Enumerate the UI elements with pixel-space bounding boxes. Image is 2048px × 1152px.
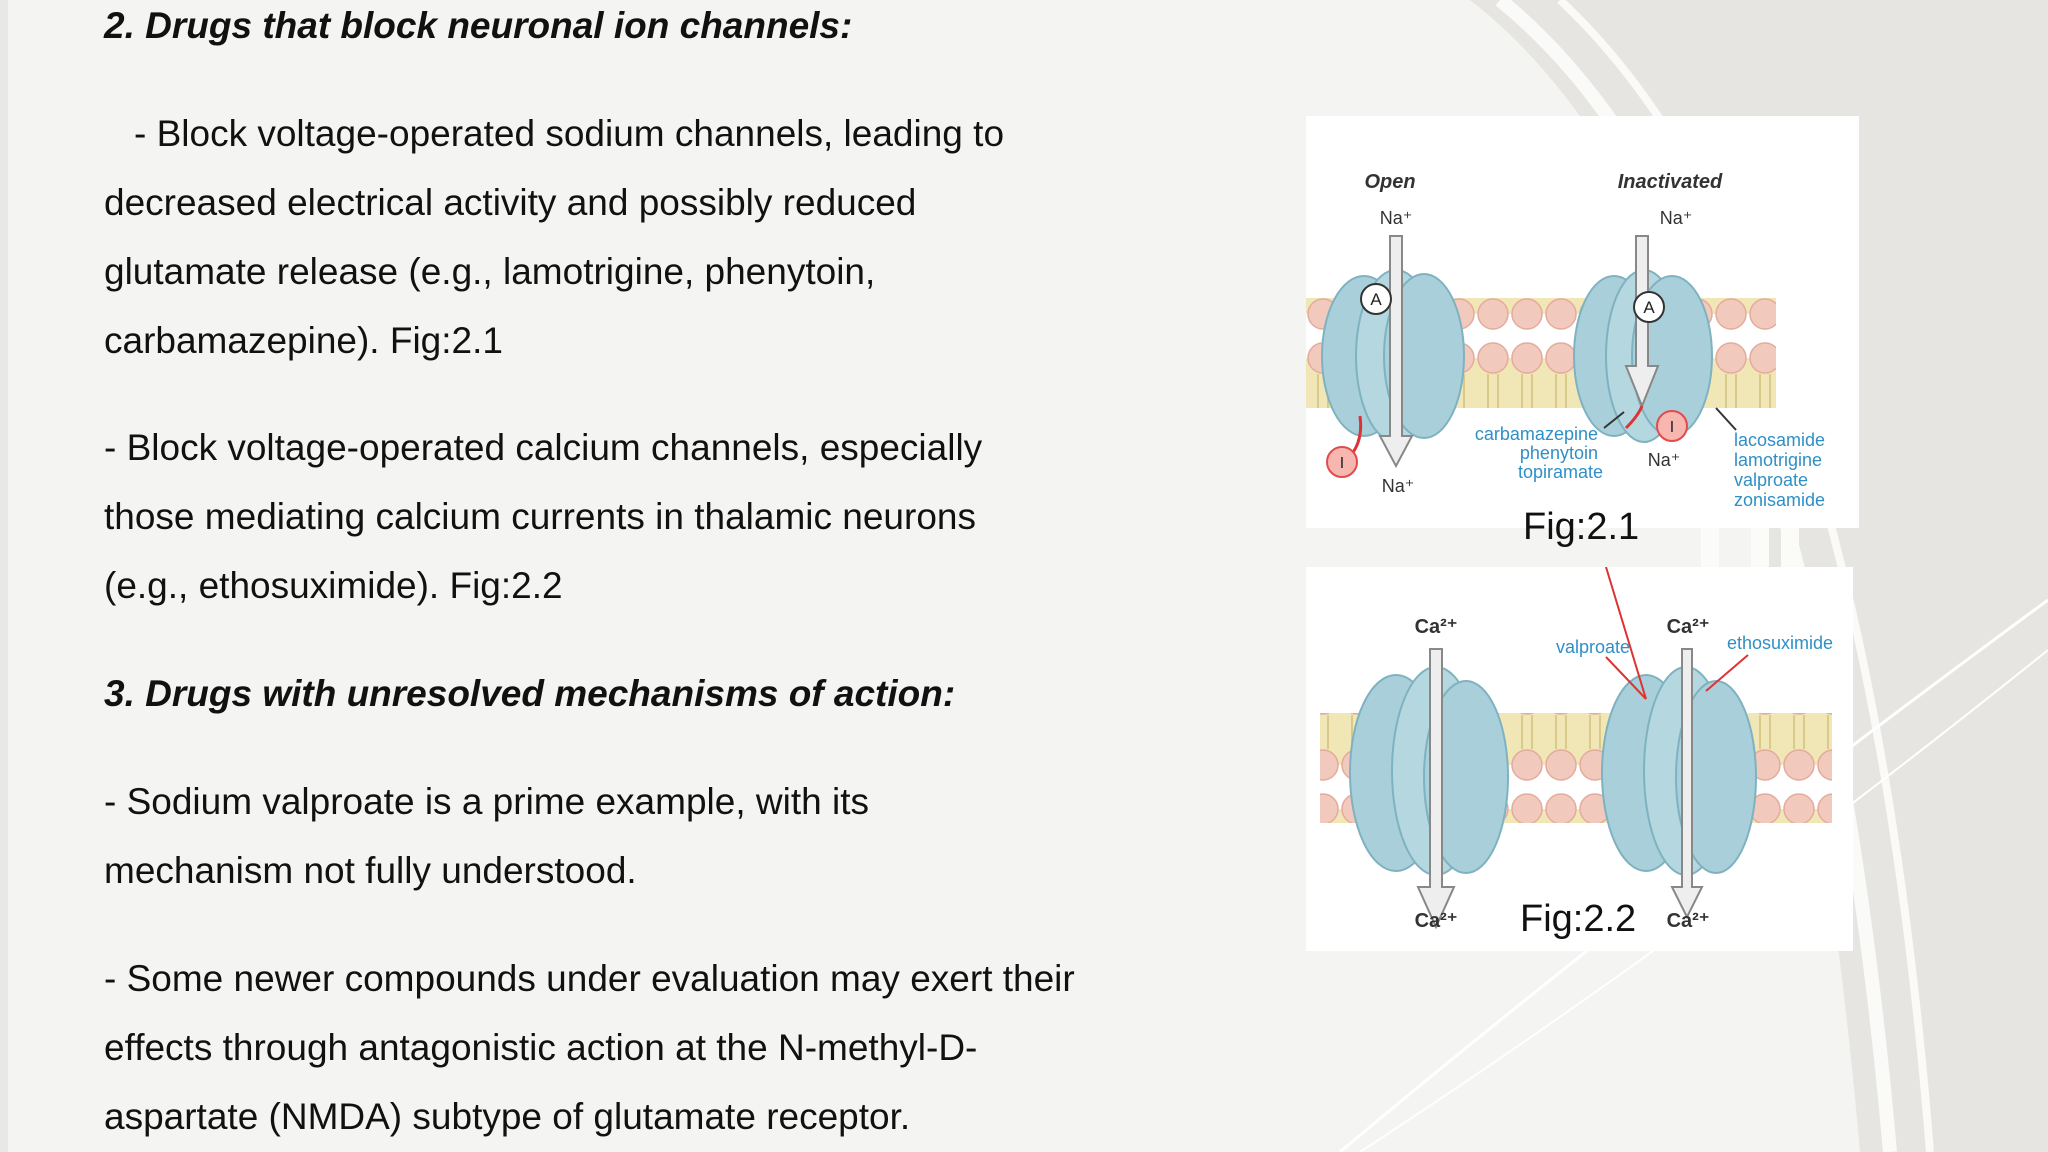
gate-i-right-icon <box>1656 410 1688 442</box>
sodium-channel-inactivated <box>1573 235 1713 443</box>
ion-top-right: Na⁺ <box>1660 208 1693 228</box>
gate-a-left-icon <box>1360 283 1392 315</box>
gate-a-right-icon <box>1633 291 1665 323</box>
gate-a-right-label: A <box>1643 298 1655 317</box>
drug-label: carbamazepine <box>1475 424 1598 444</box>
drug-valproate-label: valproate <box>1556 637 1630 657</box>
figure-sodium-channel: A A I I Open Inactivated Na⁺ Na⁺ Na⁺ Na⁺… <box>1306 116 1859 528</box>
calcium-channel-left <box>1349 648 1509 930</box>
section-heading-2: 2. Drugs that block neuronal ion channel… <box>104 5 853 46</box>
drug-label: zonisamide <box>1734 490 1825 510</box>
gate-a-left-label: A <box>1370 290 1382 309</box>
section-heading-3: 3. Drugs with unresolved mechanisms of a… <box>104 673 956 714</box>
drug-ethosuximide-label: ethosuximide <box>1727 633 1833 653</box>
gate-i-left-icon <box>1326 446 1358 478</box>
sodium-channel-open <box>1321 235 1465 469</box>
state-open-label: Open <box>1364 171 1415 193</box>
paragraph-valproate: - Sodium valproate is a prime example, w… <box>104 781 869 891</box>
drug-list-right: lacosamide lamotrigine valproate zonisam… <box>1734 430 1830 510</box>
drug-list-left: carbamazepine phenytoin topiramate <box>1475 424 1603 482</box>
calcium-channel-right <box>1601 648 1757 920</box>
ion-top-left: Na⁺ <box>1380 208 1413 228</box>
ion-top-left: Ca²⁺ <box>1415 616 1458 638</box>
ion-bottom-right: Ca²⁺ <box>1667 910 1710 932</box>
ion-bottom-right: Na⁺ <box>1648 450 1681 470</box>
ion-bottom-left: Na⁺ <box>1382 476 1415 496</box>
gate-i-left-label: I <box>1340 455 1344 472</box>
ion-bottom-left: Ca²⁺ <box>1415 910 1458 932</box>
drug-label: lacosamide <box>1734 430 1825 450</box>
drug-label: phenytoin <box>1520 443 1598 463</box>
drug-label: valproate <box>1734 470 1808 490</box>
drug-label: lamotrigine <box>1734 450 1822 470</box>
paragraph-sodium-channels: - Block voltage-operated sodium channels… <box>104 113 1005 361</box>
paragraph-calcium-channels: - Block voltage-operated calcium channel… <box>104 427 983 606</box>
figure-caption-2-2: Fig:2.2 <box>1520 898 1637 940</box>
drug-label: topiramate <box>1518 462 1603 482</box>
state-inactivated-label: Inactivated <box>1618 171 1723 193</box>
paragraph-nmda: - Some newer compounds under evaluation … <box>104 958 1075 1137</box>
figure-calcium-channel: Ca²⁺ Ca²⁺ Ca²⁺ Ca²⁺ valproate ethosuximi… <box>1306 566 1853 951</box>
ion-top-right: Ca²⁺ <box>1667 616 1710 638</box>
gate-i-right-label: I <box>1670 419 1674 436</box>
figure-caption-2-1: Fig:2.1 <box>1523 506 1640 548</box>
